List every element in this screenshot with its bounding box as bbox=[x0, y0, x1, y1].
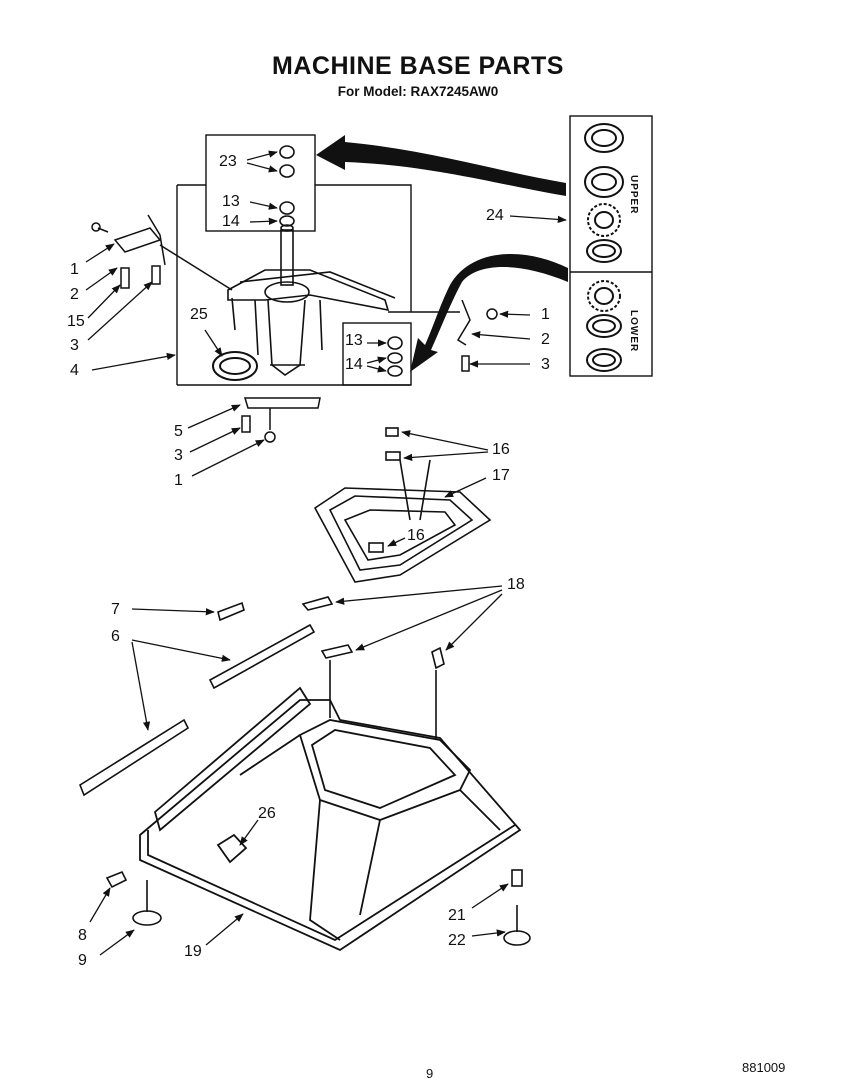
curved-arrow-lower bbox=[410, 253, 568, 372]
callout-3-lower: 3 bbox=[174, 447, 183, 464]
callout-15: 15 bbox=[67, 313, 85, 330]
box-bearing-upper bbox=[205, 134, 316, 232]
transmission-assembly bbox=[227, 224, 396, 376]
right-bracket-hardware bbox=[388, 299, 498, 372]
left-bracket-hardware bbox=[91, 214, 233, 291]
callout-1-left: 1 bbox=[70, 261, 79, 278]
leader-lines bbox=[85, 150, 567, 956]
callout-26: 26 bbox=[258, 805, 276, 822]
model-subtitle: For Model: RAX7245AW0 bbox=[337, 84, 499, 99]
callout-3-left: 3 bbox=[70, 337, 79, 354]
callout-1-lower: 1 bbox=[174, 472, 183, 489]
box-transmission-assembly bbox=[176, 184, 412, 386]
callout-14-upper: 14 bbox=[222, 213, 240, 230]
seal-kit-rings bbox=[584, 123, 624, 372]
callout-7: 7 bbox=[111, 601, 120, 618]
callout-22: 22 bbox=[448, 932, 466, 949]
leveling-feet bbox=[105, 869, 531, 946]
callout-25: 25 bbox=[190, 306, 208, 323]
callout-2-left: 2 bbox=[70, 286, 79, 303]
callout-18: 18 bbox=[507, 576, 525, 593]
motor-mount-frame bbox=[313, 427, 492, 583]
page-number: 9 bbox=[426, 1066, 434, 1081]
clutch-ring-25 bbox=[212, 351, 258, 381]
callout-17: 17 bbox=[492, 467, 510, 484]
callout-3-right: 3 bbox=[541, 356, 550, 373]
machine-base bbox=[139, 686, 522, 952]
callout-5: 5 bbox=[174, 423, 183, 440]
callout-23: 23 bbox=[219, 153, 237, 170]
callout-9: 9 bbox=[78, 952, 87, 969]
document-code: 881009 bbox=[742, 1060, 786, 1075]
callout-21: 21 bbox=[448, 907, 466, 924]
callout-19: 19 bbox=[184, 943, 202, 960]
callout-4: 4 bbox=[70, 362, 79, 379]
callout-13-upper: 13 bbox=[222, 193, 240, 210]
callout-24: 24 bbox=[486, 207, 504, 224]
box-seal-kit bbox=[569, 115, 653, 377]
callout-16-bottom: 16 bbox=[407, 527, 425, 544]
callout-13-lower: 13 bbox=[345, 332, 363, 349]
clip-parts bbox=[79, 596, 445, 797]
page-title: MACHINE BASE PARTS bbox=[272, 52, 564, 80]
callout-8: 8 bbox=[78, 927, 87, 944]
curved-arrow-upper bbox=[316, 135, 566, 196]
callout-14-lower: 14 bbox=[345, 356, 363, 373]
bearing-parts-upper bbox=[279, 145, 295, 227]
bearing-parts-lower bbox=[387, 336, 403, 377]
callout-1-right: 1 bbox=[541, 306, 550, 323]
callout-16-top: 16 bbox=[492, 441, 510, 458]
callout-2-right: 2 bbox=[541, 331, 550, 348]
callout-6: 6 bbox=[111, 628, 120, 645]
kit-label-upper: UPPER bbox=[628, 175, 639, 215]
lower-bracket-hardware bbox=[241, 397, 321, 443]
kit-label-lower: LOWER bbox=[628, 310, 639, 353]
